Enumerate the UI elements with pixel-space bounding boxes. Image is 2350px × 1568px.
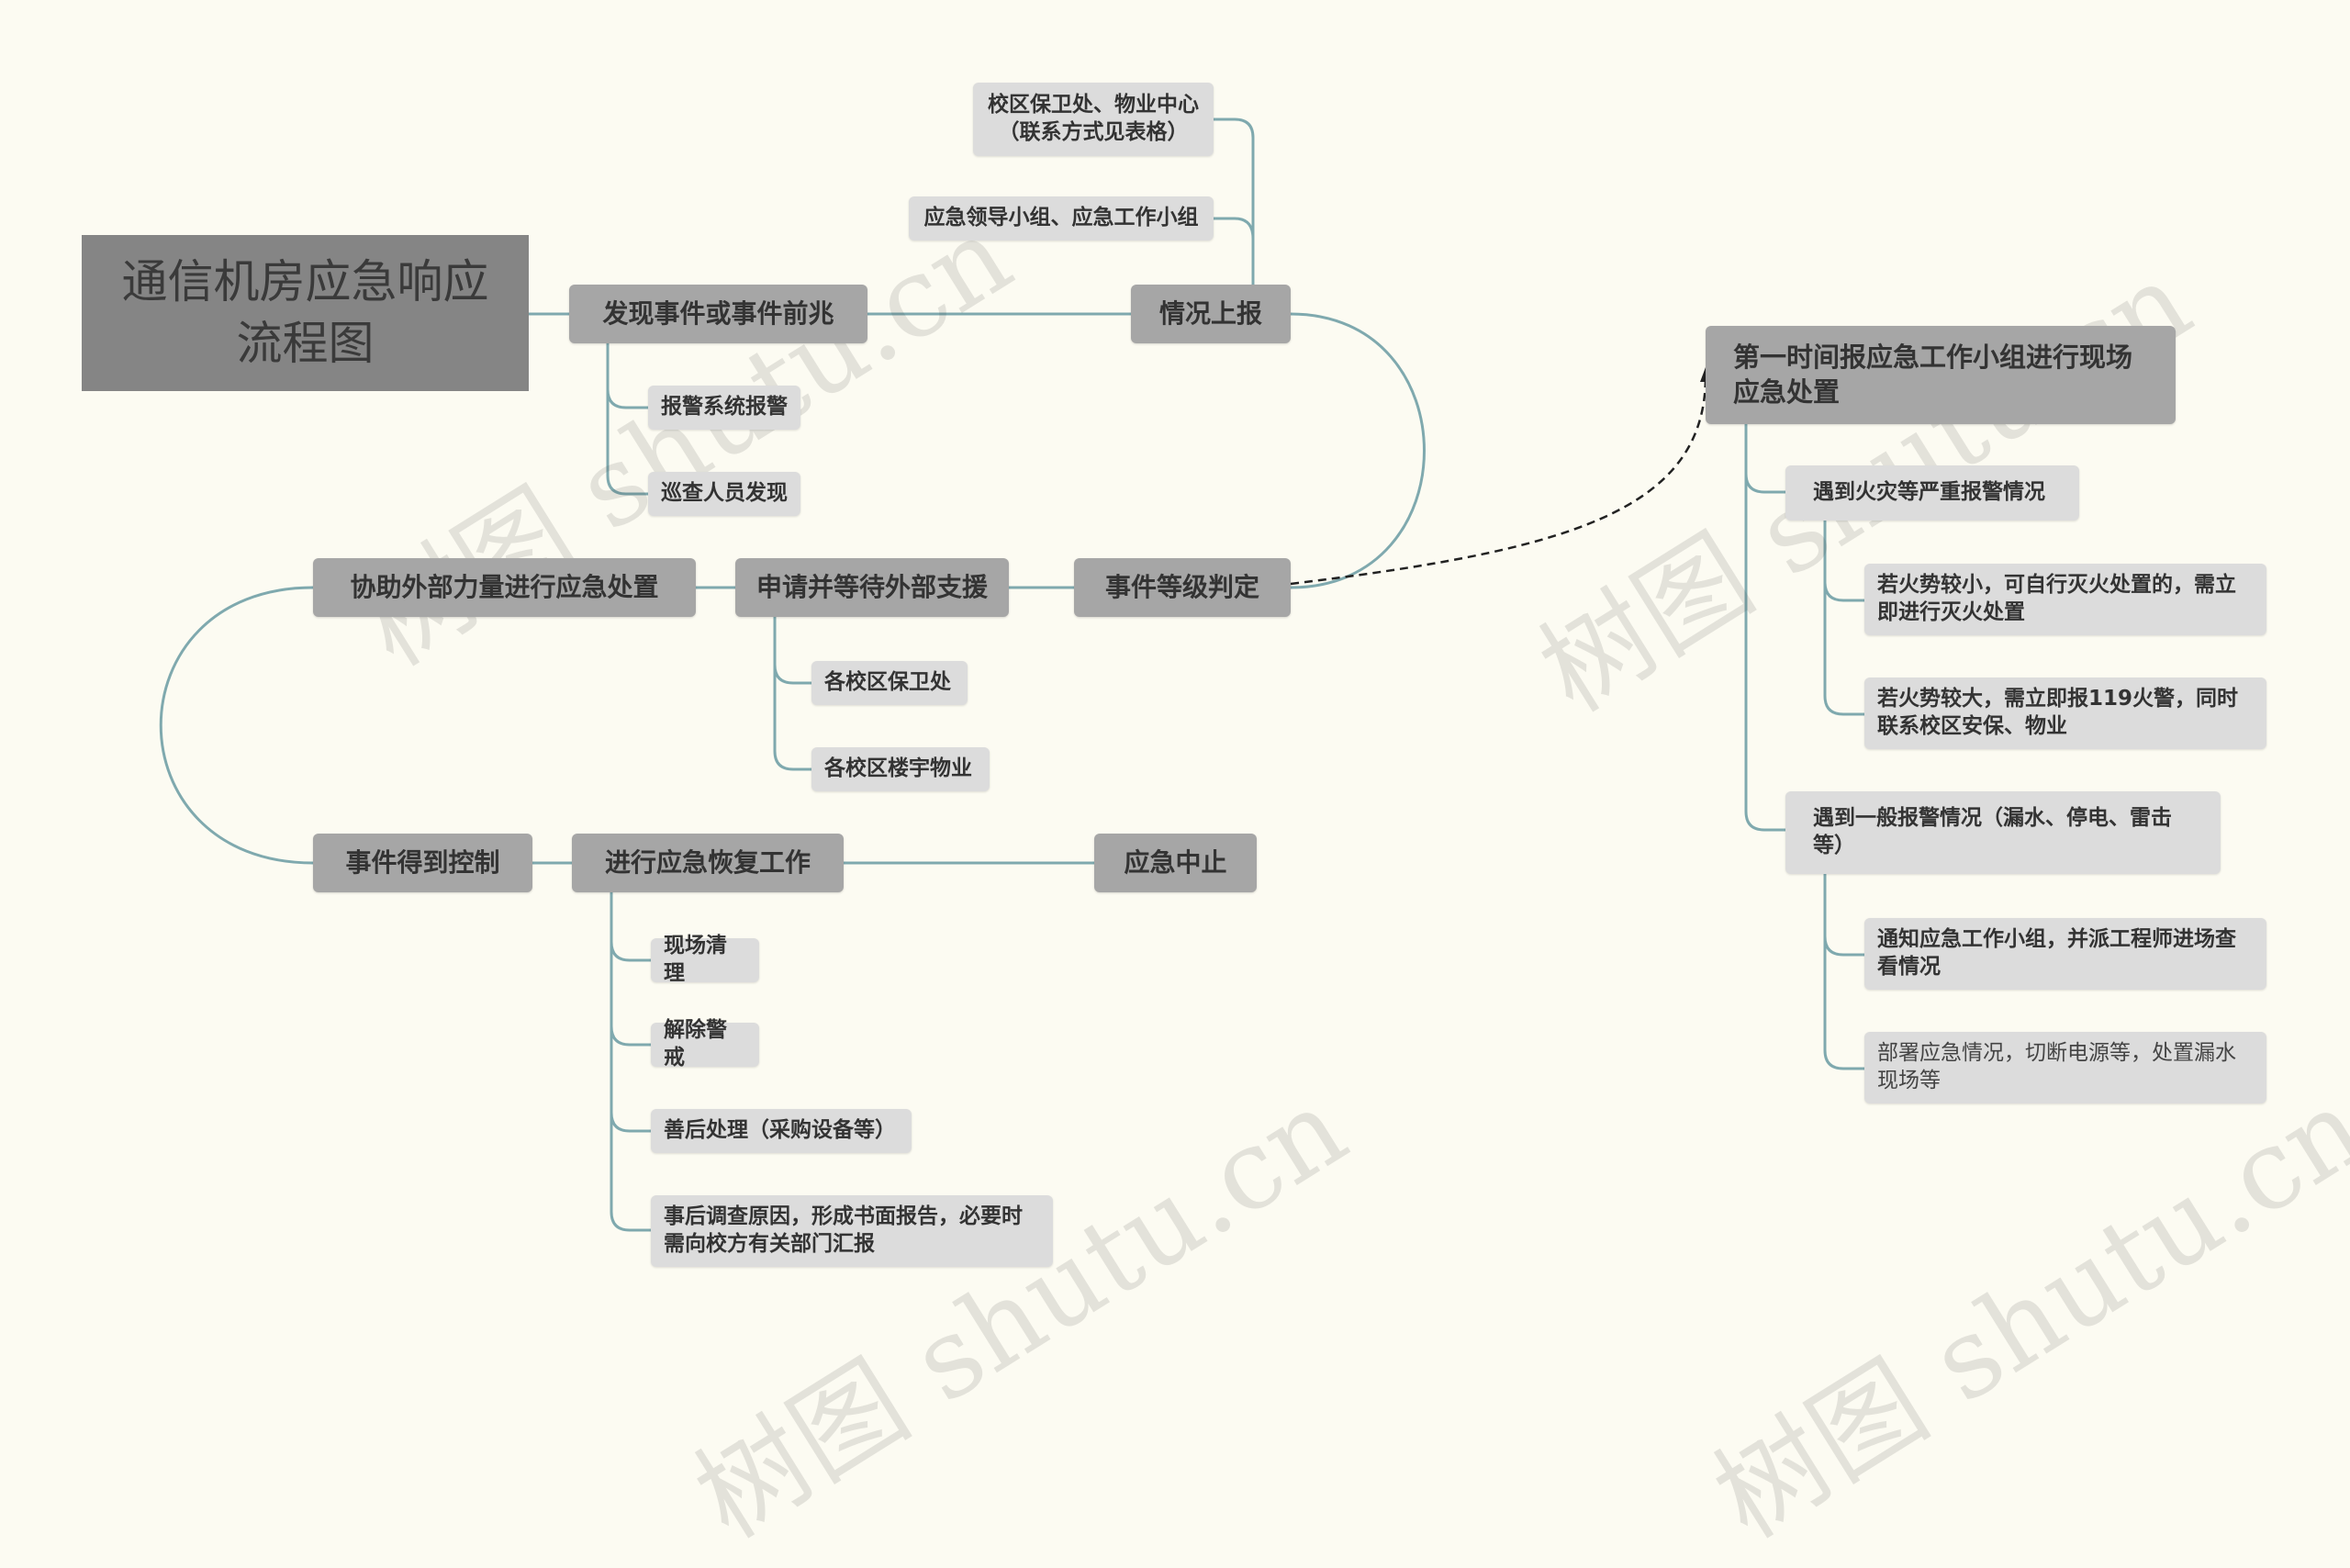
connector-recovery-investigation	[610, 1113, 651, 1232]
node-recovery[interactable]: 进行应急恢复工作	[572, 834, 844, 892]
node-assist-external[interactable]: 协助外部力量进行应急处置	[313, 558, 696, 617]
node-patrol[interactable]: 巡查人员发现	[648, 472, 800, 516]
node-discover[interactable]: 发现事件或事件前兆	[569, 285, 867, 343]
node-investigation-line: 需向校方有关部门汇报	[664, 1232, 875, 1256]
node-first-response[interactable]: 第一时间报应急工作小组进行现场应急处置	[1706, 326, 2176, 424]
node-small-fire-line: 若火势较小，可自行灭火处置的，需立	[1877, 573, 2236, 598]
connector-discover-patrol	[606, 389, 648, 496]
node-investigation-line: 事后调查原因，形成书面报告，必要时	[664, 1204, 1023, 1229]
node-deploy[interactable]: 部署应急情况，切断电源等，处置漏水现场等	[1864, 1032, 2266, 1103]
node-first-response-line: 第一时间报应急工作小组进行现场	[1733, 341, 2133, 373]
node-big-fire[interactable]: 若火势较大，需立即报119火警，同时联系校区安保、物业	[1864, 678, 2266, 749]
node-controlled[interactable]: 事件得到控制	[313, 834, 532, 892]
node-leadership-group[interactable]: 应急领导小组、应急工作小组	[909, 196, 1214, 241]
node-big-fire-line: 联系校区安保、物业	[1877, 714, 2067, 738]
connector-fire-big	[1823, 582, 1864, 716]
connector-apply-guard	[773, 617, 811, 685]
node-deploy-line: 部署应急情况，切断电源等，处置漏水	[1877, 1041, 2236, 1066]
connector-apply-property	[773, 665, 811, 771]
node-terminate[interactable]: 应急中止	[1094, 834, 1257, 892]
connector-fire-small	[1823, 521, 1864, 602]
node-campus-guard[interactable]: 各校区保卫处	[811, 661, 968, 705]
node-general-alarm-line: 等）	[1813, 834, 1855, 857]
node-investigation[interactable]: 事后调查原因，形成书面报告，必要时需向校方有关部门汇报	[651, 1195, 1053, 1267]
node-apply-support[interactable]: 申请并等待外部支援	[735, 558, 1009, 617]
connector-report-grading	[1290, 312, 1426, 589]
dashed-connector-grading-first	[1290, 375, 1707, 586]
node-fire-alarm[interactable]: 遇到火灾等严重报警情况	[1785, 465, 2079, 521]
connector-report-leadership	[1214, 217, 1255, 240]
connector-report-security	[1214, 118, 1255, 286]
connector-discover-alarm	[606, 343, 648, 409]
node-lift-alert[interactable]: 解除警戒	[651, 1018, 759, 1070]
node-general-alarm-line: 遇到一般报警情况（漏水、停电、雷击	[1813, 806, 2172, 831]
diagram-title-line: 通信机房应急响应	[121, 254, 489, 308]
node-grading[interactable]: 事件等级判定	[1074, 558, 1291, 617]
node-deploy-line: 现场等	[1877, 1069, 1941, 1092]
node-big-fire-line: 若火势较大，需立即报119火警，同时	[1877, 687, 2239, 711]
node-alarm-system[interactable]: 报警系统报警	[648, 386, 800, 430]
node-report[interactable]: 情况上报	[1131, 285, 1291, 343]
node-campus-security-line: 校区保卫处、物业中心	[988, 93, 1199, 118]
connector-first-general	[1744, 474, 1785, 832]
connector-first-fire	[1744, 424, 1785, 494]
node-campus-security[interactable]: 校区保卫处、物业中心（联系方式见表格）	[973, 83, 1214, 156]
connector-layer	[159, 118, 1864, 1232]
node-notify-group[interactable]: 通知应急工作小组，并派工程师进场查看情况	[1864, 918, 2266, 990]
node-small-fire-line: 即进行灭火处置	[1877, 600, 2025, 624]
connector-recovery-cleanup	[610, 892, 651, 962]
node-first-response-line: 应急处置	[1733, 375, 1841, 408]
connector-general-deploy	[1823, 936, 1864, 1070]
node-campus-property[interactable]: 各校区楼宇物业	[811, 747, 990, 791]
node-notify-group-line: 看情况	[1877, 955, 1941, 979]
node-general-alarm[interactable]: 遇到一般报警情况（漏水、停电、雷击等）	[1785, 791, 2221, 874]
node-campus-security-line: （联系方式见表格）	[998, 120, 1189, 144]
diagram-title: 通信机房应急响应流程图	[82, 235, 529, 391]
connector-general-notify	[1823, 874, 1864, 957]
diagram-title-line: 流程图	[236, 317, 375, 370]
node-aftermath[interactable]: 善后处理（采购设备等）	[651, 1109, 912, 1153]
node-cleanup[interactable]: 现场清理	[651, 934, 759, 985]
node-notify-group-line: 通知应急工作小组，并派工程师进场查	[1877, 927, 2236, 952]
node-small-fire[interactable]: 若火势较小，可自行灭火处置的，需立即进行灭火处置	[1864, 564, 2266, 635]
connector-assist-controlled	[159, 586, 314, 865]
